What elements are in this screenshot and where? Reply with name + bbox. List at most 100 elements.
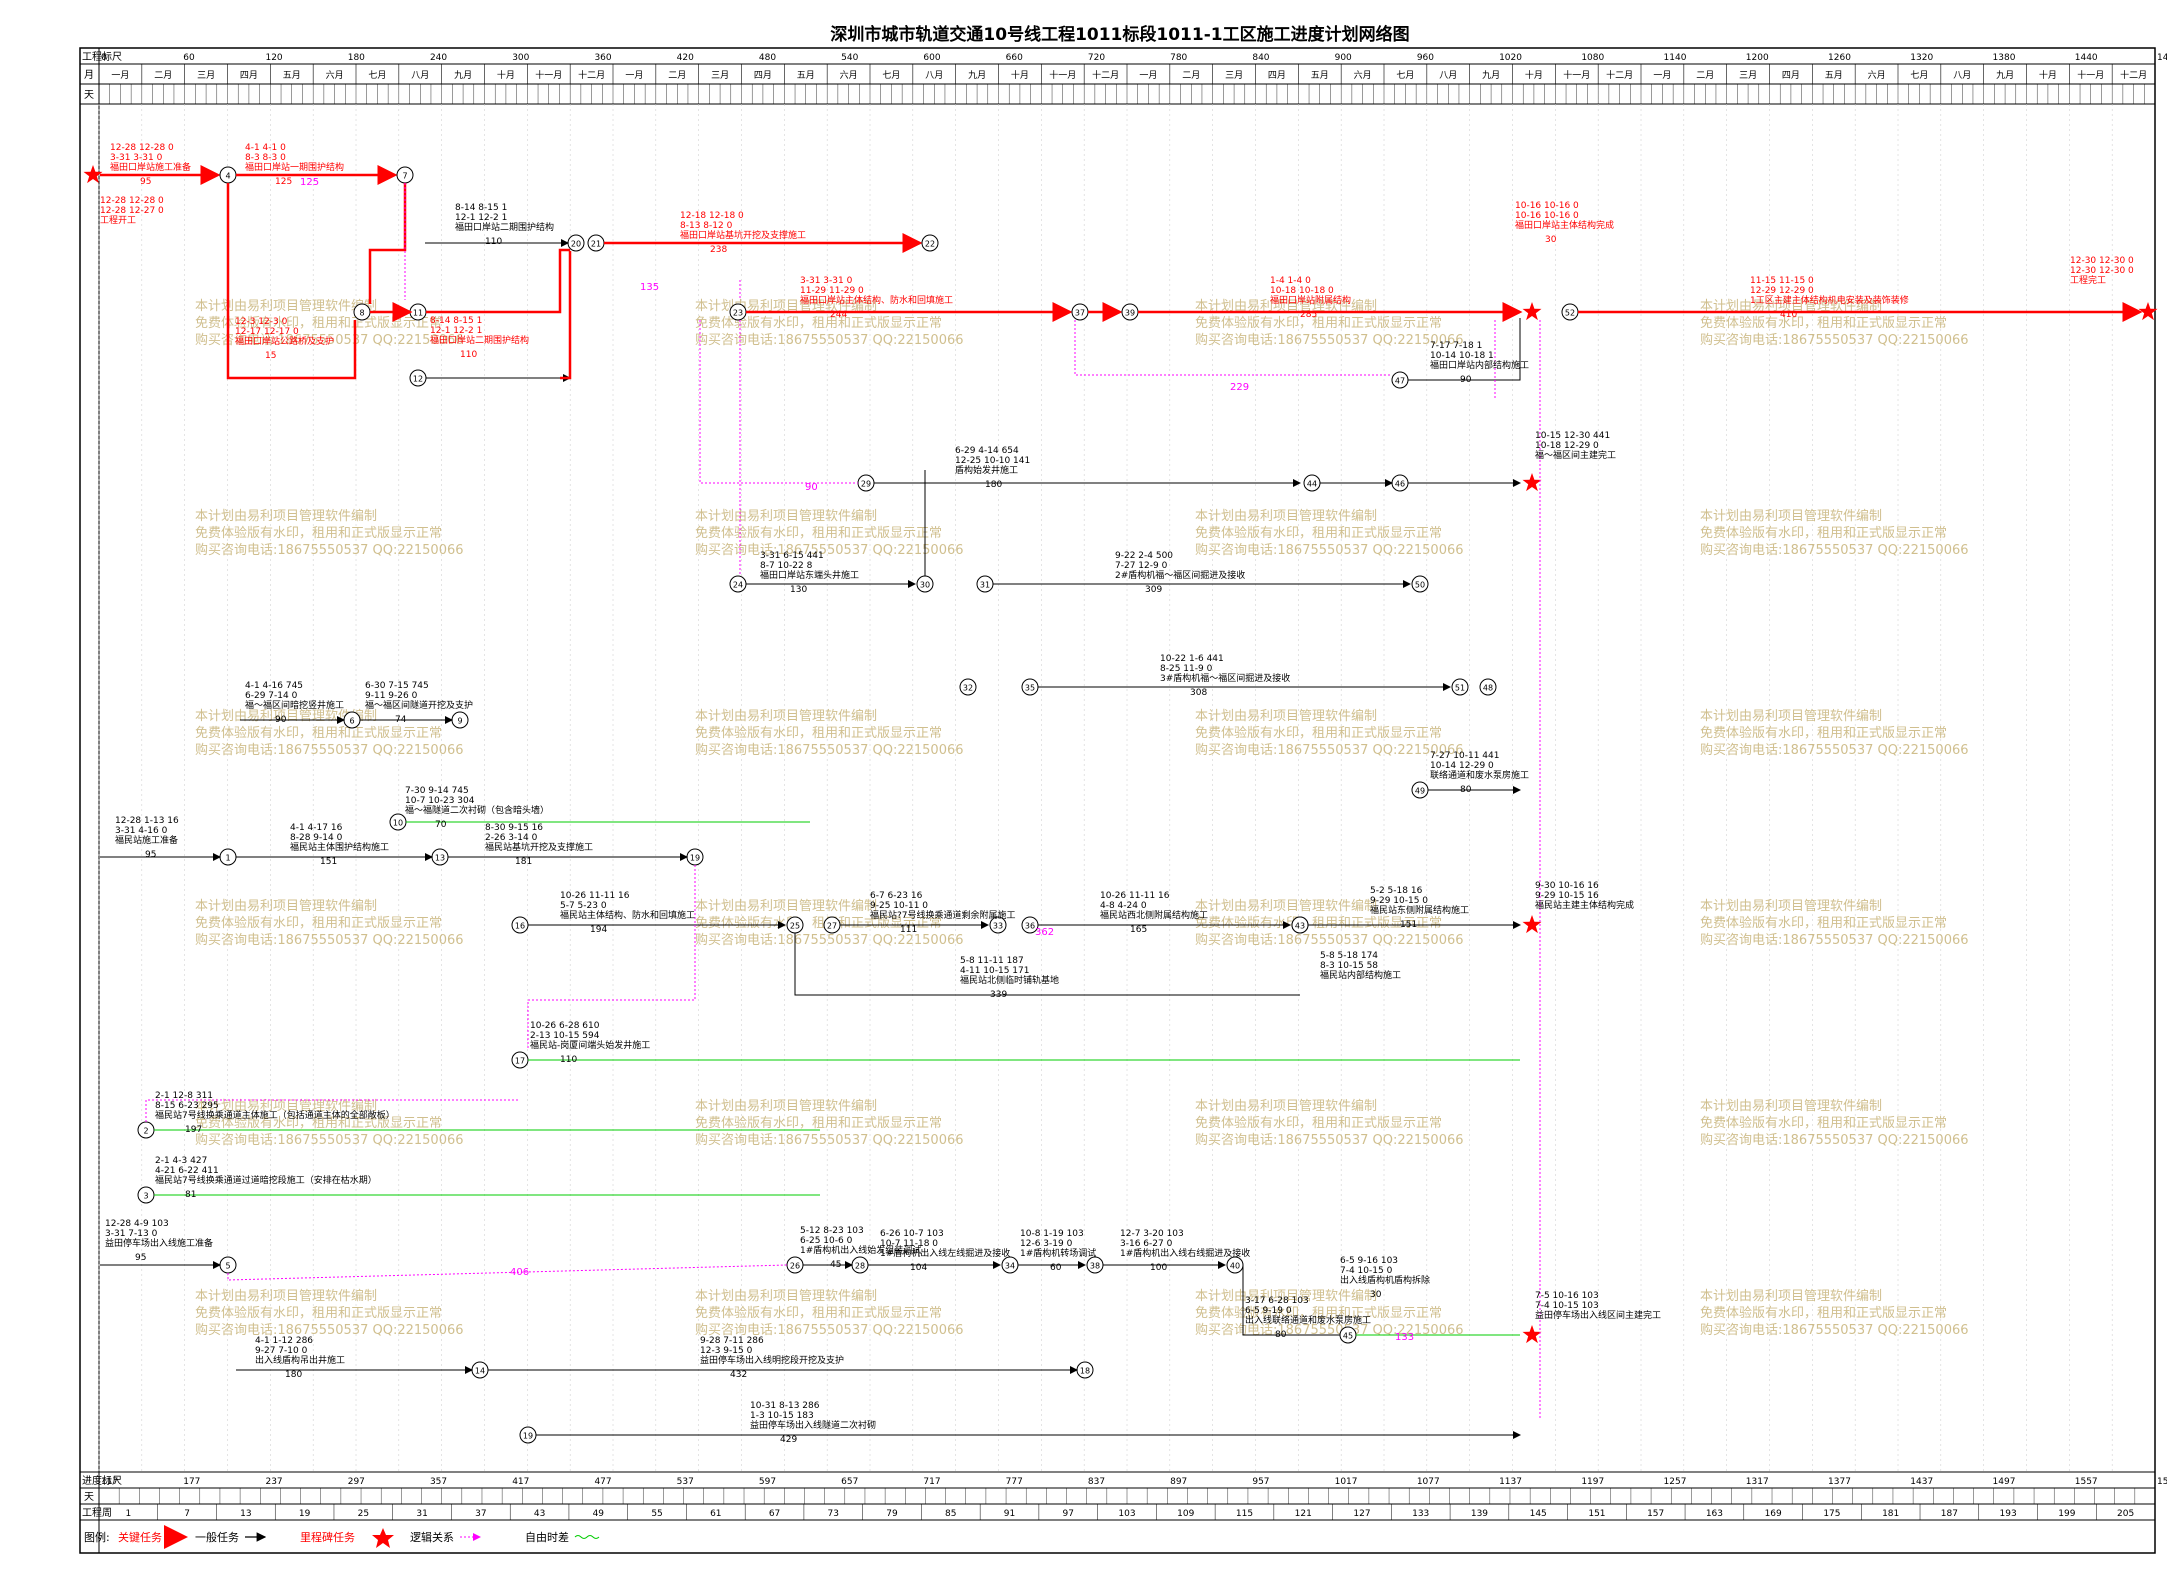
- bottom-scale-tick: 237: [265, 1477, 282, 1487]
- month-cell: 十月: [2039, 69, 2057, 81]
- month-cell: 七月: [368, 70, 386, 81]
- day-row: [98, 84, 2156, 104]
- progress-label: 进度标尺: [82, 1474, 122, 1487]
- node-number: 3: [143, 1192, 148, 1201]
- node-number: 34: [1005, 1262, 1015, 1271]
- milestone-star: [83, 165, 103, 184]
- task-duration: 60: [1050, 1263, 1062, 1273]
- watermark-text: 免费体验版有水印，租用和正式版显示正常: [695, 915, 942, 931]
- task-name: 出入线盾构吊出井施工: [255, 1354, 345, 1366]
- task-name: 出入线联络通道和废水泵房施工: [1245, 1314, 1371, 1326]
- task-dates: 5-2 5-18 16: [1370, 886, 1423, 896]
- node-number: 12: [413, 375, 423, 384]
- top-scale-tick: 1200: [1746, 53, 1769, 63]
- task-dates: 10-31 8-13 286: [750, 1401, 820, 1411]
- network-path: [145, 1099, 520, 1122]
- bottom-scale-tick: 1317: [1746, 1477, 1769, 1487]
- week-cell: 73: [828, 1509, 839, 1519]
- node-number: 8: [359, 309, 364, 318]
- task-name: 福民站7号线换乘通道过道暗挖段施工（安排在枯水期）: [155, 1174, 377, 1186]
- month-cell: 四月: [240, 70, 258, 81]
- top-scale-tick: 360: [594, 53, 611, 63]
- network-node: [1479, 678, 1497, 696]
- task-dates: 10-7 10-23 304: [405, 796, 475, 806]
- weekday-label: 天: [84, 1492, 94, 1503]
- task-name: 福民站基坑开挖及支撑施工: [485, 841, 593, 853]
- week-cell: 109: [1177, 1509, 1194, 1519]
- legend-milestone-star: [372, 1528, 394, 1548]
- day-label: 天: [84, 90, 94, 101]
- task-dates: 2-13 10-15 594: [530, 1031, 600, 1041]
- watermark-text: 免费体验版有水印，租用和正式版显示正常: [1700, 1115, 1947, 1131]
- month-cell: 十月: [497, 69, 515, 81]
- watermark-text: 购买咨询电话:18675550537 QQ:22150066: [695, 1322, 964, 1338]
- node-number: 38: [1090, 1262, 1100, 1271]
- month-cell: 九月: [1996, 70, 2014, 81]
- month-cell: 七月: [882, 70, 900, 81]
- node-number: 19: [523, 1432, 533, 1441]
- weekday-row: [98, 1488, 2136, 1504]
- week-cell: 91: [1004, 1509, 1015, 1519]
- node-number: 37: [1075, 309, 1085, 318]
- month-cell: 八月: [1439, 70, 1457, 81]
- task-duration: 30: [1370, 1290, 1382, 1300]
- task-duration: 95: [135, 1253, 146, 1263]
- node-number: 43: [1295, 922, 1305, 931]
- bottom-scale-tick: 1077: [1417, 1477, 1440, 1487]
- month-cell: 六月: [326, 69, 344, 81]
- task-name: 福～福区间暗挖竖井施工: [245, 699, 344, 711]
- week-cell: 49: [593, 1509, 605, 1519]
- diagram-frame: [79, 47, 2156, 1554]
- watermark-text: 购买咨询电话:18675550537 QQ:22150066: [1700, 932, 1969, 948]
- legend: 图例: 关键任务 一般任务 里程碑任务 逻辑关系 自由时差: [84, 1525, 600, 1549]
- week-cell: 37: [475, 1509, 486, 1519]
- month-cell: 五月: [1825, 70, 1843, 81]
- month-cell: 六月: [840, 69, 858, 81]
- task-duration: 30: [1545, 235, 1557, 245]
- grid-lines: [98, 104, 2113, 1472]
- node-number: 46: [1395, 480, 1405, 489]
- week-cell: 157: [1647, 1509, 1664, 1519]
- milestone-star: [1522, 473, 1542, 492]
- watermark-text: 本计划由易利项目管理软件编制: [1195, 299, 1377, 314]
- network-path: [699, 320, 858, 484]
- task-name: 福～福区间主建完工: [1535, 449, 1616, 461]
- top-scale-tick: 780: [1170, 53, 1187, 63]
- month-cell: 十二月: [1606, 69, 1633, 81]
- month-cell: 五月: [797, 70, 815, 81]
- bottom-scale-tick: 1137: [1499, 1477, 1522, 1487]
- top-scale-tick: 1140: [1664, 53, 1687, 63]
- task-dates: 7-4 10-15 103: [1535, 1301, 1599, 1311]
- top-scale-tick: 480: [759, 53, 776, 63]
- task-dates: 8-25 11-9 0: [1160, 664, 1213, 674]
- node-number: 29: [861, 480, 871, 489]
- top-scale-tick: 1463: [2157, 53, 2167, 63]
- task-duration: 308: [1190, 688, 1207, 698]
- bottom-scale-tick: 477: [594, 1477, 611, 1487]
- task-dates: 8-14 8-15 1: [430, 316, 482, 326]
- bottom-scale-tick: 777: [1006, 1477, 1023, 1487]
- week-cell: 55: [651, 1509, 662, 1519]
- watermark-text: 购买咨询电话:18675550537 QQ:22150066: [695, 542, 964, 558]
- watermark-text: 本计划由易利项目管理软件编制: [195, 899, 377, 914]
- bottom-scale-tick: 297: [348, 1477, 365, 1487]
- task-dates: 1-3 10-15 183: [750, 1411, 814, 1421]
- watermark-text: 免费体验版有水印，租用和正式版显示正常: [195, 725, 442, 741]
- top-scale-tick: 1260: [1828, 53, 1851, 63]
- task-dates: 9-29 10-15 0: [1370, 896, 1428, 906]
- node-number: 6: [349, 717, 354, 726]
- task-name: 益田停车场出入线区间主建完工: [1535, 1309, 1661, 1321]
- watermark-text: 本计划由易利项目管理软件编制: [695, 1099, 877, 1114]
- task-dates: 9-22 2-4 500: [1115, 551, 1173, 561]
- network-path: [560, 251, 572, 380]
- node-number: 35: [1025, 684, 1035, 693]
- watermark-text: 购买咨询电话:18675550537 QQ:22150066: [1195, 1322, 1464, 1338]
- week-cell: 13: [240, 1509, 251, 1519]
- watermark-text: 购买咨询电话:18675550537 QQ:22150066: [195, 742, 464, 758]
- node-number: 18: [1080, 1367, 1090, 1376]
- watermark-text: 免费体验版有水印，租用和正式版显示正常: [1195, 725, 1442, 741]
- milestone-star: [1522, 302, 1542, 321]
- task-duration: 165: [1130, 925, 1147, 935]
- node-number: 36: [1025, 922, 1035, 931]
